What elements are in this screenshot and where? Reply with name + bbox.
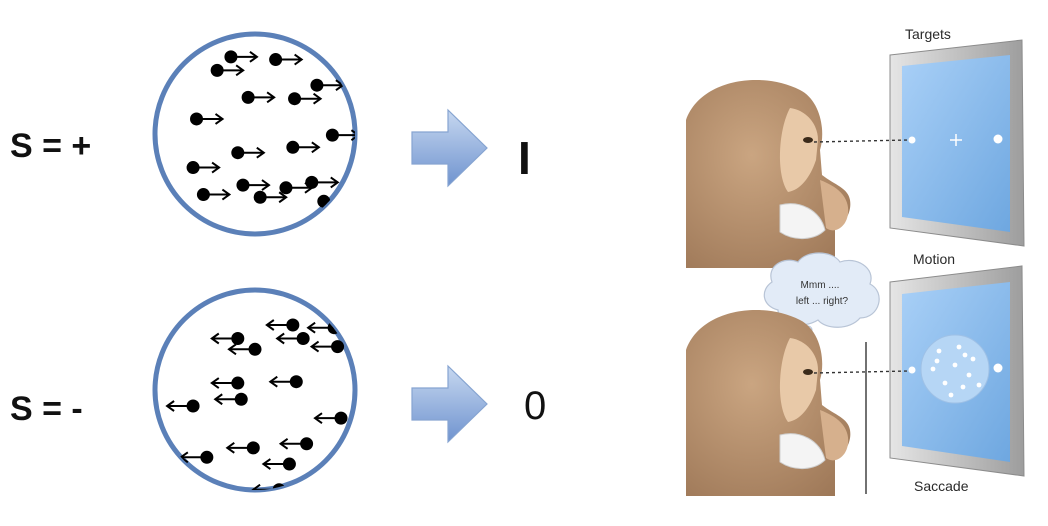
- motion-dots: [930, 344, 982, 398]
- target-left-dot: [908, 366, 916, 374]
- target-right-dot: [993, 134, 1003, 144]
- moving-dot: [261, 457, 296, 471]
- saccade-task-figure: Targets Motion Saccade Mmm .... left ..: [686, 26, 1025, 496]
- motion-dot: [956, 344, 962, 350]
- stimulus-label-positive: S = +: [10, 127, 91, 165]
- motion-dot: [942, 380, 948, 386]
- monitor-motion: [889, 265, 1025, 477]
- thought-line-2: left ... right?: [796, 296, 849, 307]
- dot-field-positive: [152, 31, 358, 237]
- moving-dot: [224, 50, 259, 64]
- moving-dot: [275, 332, 310, 345]
- motion-dot: [952, 362, 958, 368]
- target-right-dot: [993, 363, 1003, 373]
- moving-dot: [196, 188, 232, 202]
- moving-dot: [210, 63, 245, 77]
- moving-dot: [265, 318, 300, 332]
- output-label-positive: I: [518, 132, 531, 184]
- motion-dot: [930, 366, 936, 372]
- moving-dot: [268, 375, 303, 389]
- stimulus-label-negative: S = -: [10, 390, 83, 428]
- moving-dot: [210, 332, 245, 345]
- moving-dot: [190, 112, 225, 126]
- label-saccade: Saccade: [914, 478, 969, 494]
- motion-dot: [970, 356, 976, 362]
- monkey-bottom: [686, 310, 909, 496]
- moving-dot: [288, 92, 323, 106]
- moving-dot: [299, 477, 334, 490]
- monkey-top: [686, 80, 909, 268]
- moving-dot: [236, 178, 271, 192]
- moving-dot: [278, 437, 314, 451]
- moving-dot: [286, 140, 321, 154]
- moving-dot: [227, 342, 262, 356]
- label-targets: Targets: [905, 26, 951, 42]
- thought-line-1: Mmm ....: [801, 280, 840, 291]
- moving-dot: [213, 392, 248, 406]
- right-arrow-icon: [411, 364, 488, 444]
- target-left-dot: [908, 136, 916, 144]
- fixation-cross-icon: [950, 134, 962, 146]
- moving-dot: [282, 487, 317, 490]
- moving-dot: [186, 161, 221, 175]
- label-motion: Motion: [913, 251, 955, 267]
- motion-dot: [936, 348, 942, 354]
- motion-dot: [966, 372, 972, 378]
- motion-dot: [948, 392, 954, 398]
- moving-dot: [305, 175, 340, 189]
- moving-dot: [165, 399, 200, 413]
- moving-dot: [253, 190, 288, 204]
- moving-dot: [210, 376, 245, 390]
- moving-dot: [325, 128, 355, 142]
- output-label-negative: 0: [524, 384, 546, 428]
- dot-field-negative: [152, 287, 358, 493]
- moving-dot: [269, 53, 304, 67]
- right-arrow-icon: [411, 108, 488, 188]
- moving-dot: [313, 411, 348, 425]
- moving-dot: [225, 441, 260, 455]
- monitor-targets: [889, 39, 1025, 247]
- moving-dot: [309, 340, 345, 354]
- moving-dot: [231, 146, 266, 160]
- moving-dot: [241, 90, 276, 104]
- motion-dot: [962, 352, 968, 358]
- motion-dot: [960, 384, 966, 390]
- motion-dot: [934, 358, 940, 364]
- motion-dot: [976, 382, 982, 388]
